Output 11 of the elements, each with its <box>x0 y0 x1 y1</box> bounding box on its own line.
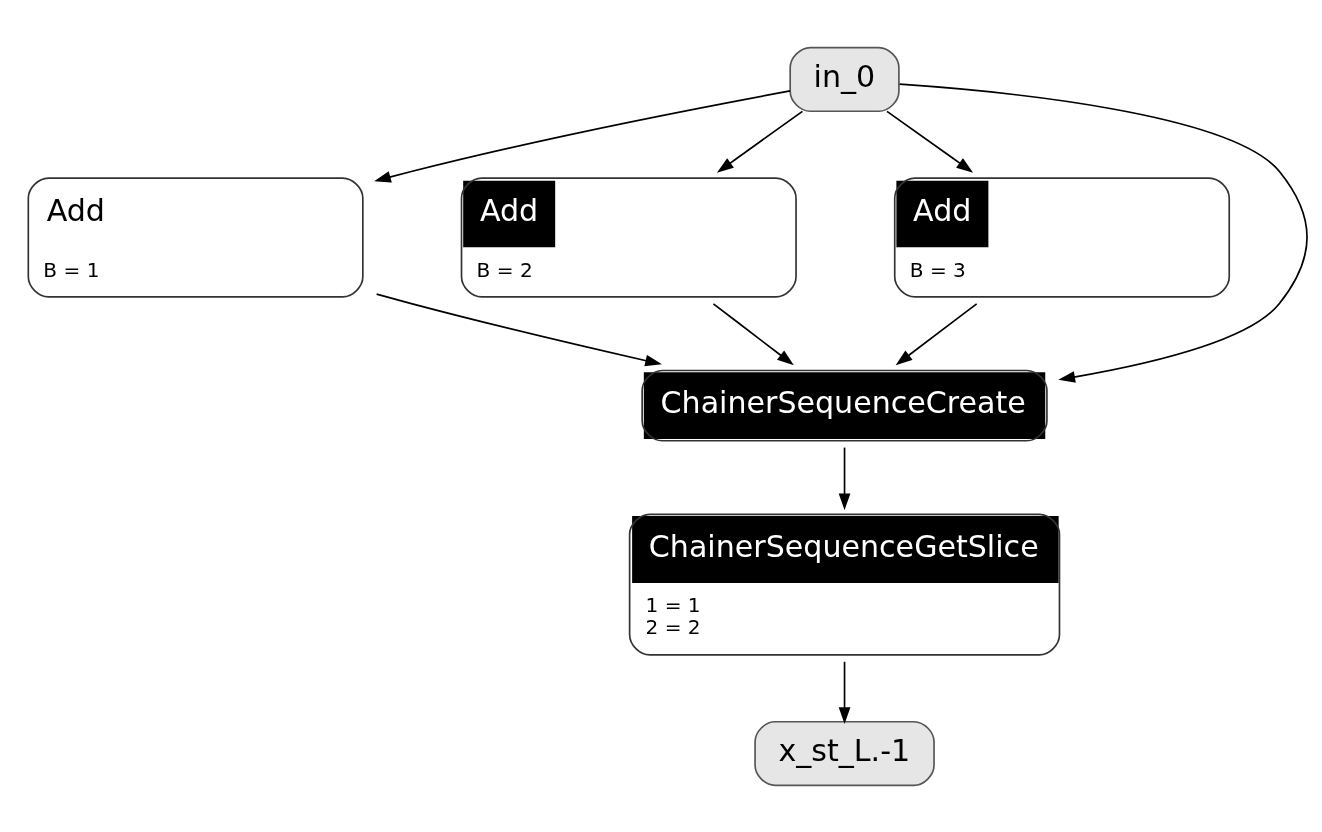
arrow <box>886 110 974 173</box>
arrow <box>712 302 794 365</box>
arrow <box>374 89 791 183</box>
node-box: x_st_L.-1 <box>754 720 935 786</box>
arrow <box>716 110 804 173</box>
node-box: in_0 <box>789 46 900 112</box>
arrow <box>898 82 1308 383</box>
arrow <box>838 660 851 724</box>
arrow <box>838 446 851 510</box>
arrow <box>895 302 978 365</box>
arrow <box>375 292 662 366</box>
